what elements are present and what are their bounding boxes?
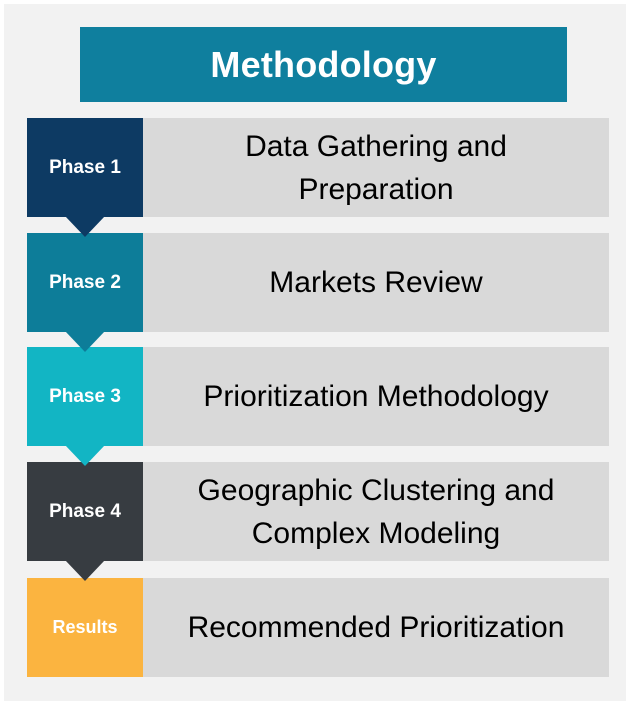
phase-4-label: Phase 4 bbox=[49, 500, 121, 522]
phase-3-label: Phase 3 bbox=[49, 385, 121, 407]
phase-1-description: Data Gathering and Preparation bbox=[143, 118, 609, 217]
phase-row-2: Phase 2 Markets Review bbox=[27, 233, 609, 352]
phase-2-tab: Phase 2 bbox=[27, 233, 143, 352]
phase-2-description: Markets Review bbox=[143, 233, 609, 332]
phase-3-arrow-icon bbox=[65, 445, 105, 466]
phase-2-label: Phase 2 bbox=[49, 271, 121, 293]
phase-3-description: Prioritization Methodology bbox=[143, 347, 609, 446]
results-description: Recommended Prioritization bbox=[143, 578, 609, 677]
phase-4-description-line-2: Complex Modeling bbox=[251, 516, 501, 550]
phase-4-tab: Phase 4 bbox=[27, 462, 143, 581]
title-text: Methodology bbox=[210, 43, 437, 85]
phase-1-description-line-1: Data Gathering and bbox=[245, 129, 507, 163]
phase-2-arrow-icon bbox=[65, 331, 105, 352]
phase-2-description-line-1: Markets Review bbox=[269, 266, 483, 299]
phase-row-1: Phase 1 Data Gathering and Preparation bbox=[27, 118, 609, 237]
results-row: Results Recommended Prioritization bbox=[27, 578, 609, 677]
diagram-title: Methodology bbox=[80, 27, 567, 102]
phase-4-arrow-icon bbox=[65, 560, 105, 581]
results-tab: Results bbox=[27, 578, 143, 677]
phase-1-description-line-2: Preparation bbox=[298, 172, 454, 206]
phase-3-tab: Phase 3 bbox=[27, 347, 143, 466]
phase-1-arrow-icon bbox=[65, 216, 105, 237]
results-description-line-1: Recommended Prioritization bbox=[187, 611, 565, 644]
phase-4-description: Geographic Clustering and Complex Modeli… bbox=[143, 462, 609, 561]
phase-row-3: Phase 3 Prioritization Methodology bbox=[27, 347, 609, 466]
phase-row-4: Phase 4 Geographic Clustering and Comple… bbox=[27, 462, 609, 581]
results-label: Results bbox=[52, 617, 118, 637]
phase-1-label: Phase 1 bbox=[49, 156, 121, 178]
phase-1-tab: Phase 1 bbox=[27, 118, 143, 237]
phase-4-description-line-1: Geographic Clustering and bbox=[197, 473, 555, 507]
phase-3-description-line-1: Prioritization Methodology bbox=[203, 380, 549, 413]
